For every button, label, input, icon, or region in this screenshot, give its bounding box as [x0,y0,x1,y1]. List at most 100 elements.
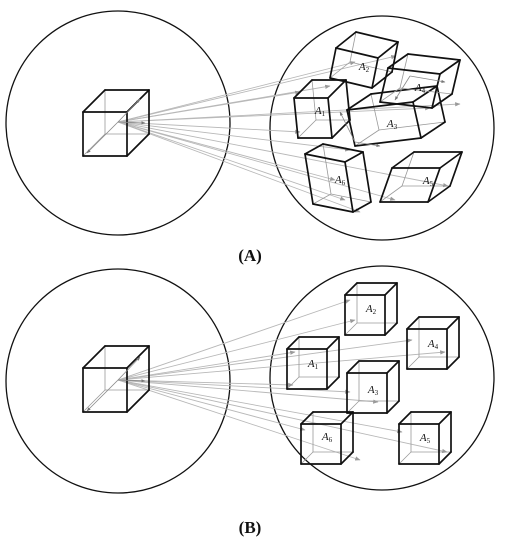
cube-edge [398,411,412,425]
cube-edge [293,79,313,99]
cube-edge [439,59,461,75]
transformed-cube [406,316,460,370]
cube-edge [427,185,451,203]
cube-edge [331,119,351,139]
hidden-edge [344,322,358,336]
cube-edge [354,137,422,147]
axis-arrow [117,356,141,381]
mapping-ray [117,121,346,201]
transformed-cube [346,360,400,414]
cube-label: A2 [358,61,370,74]
axis-arrow [86,121,119,154]
cube-edge [344,282,358,296]
cube-label: A5 [419,432,431,445]
cube-label: A2 [365,303,377,316]
cube-label-main: A [321,431,329,443]
cube-edge [379,101,433,109]
cube-edge [82,89,106,113]
cube-edge [327,79,347,99]
cube-edge [391,151,415,169]
axis-arrow [339,111,356,143]
mapping-ray [117,121,396,201]
cube-edge [293,97,299,139]
source-cube [82,89,150,157]
source-cube-frame [82,345,150,413]
mapping-ray [117,379,294,388]
cube-label-main: A [314,105,322,117]
cube-label-sub: 3 [375,389,379,397]
hidden-edge [399,87,453,95]
mapping-ray [117,121,361,213]
source-cube [82,345,150,413]
hidden-edge [398,451,412,465]
cube-edge [438,451,452,465]
mapping-ray [117,379,448,454]
transformed-cube [398,411,452,465]
panel-label: (B) [239,518,262,537]
mapping-ray [117,379,351,394]
cube-edge [371,57,379,89]
hidden-edge [406,356,420,370]
cube-edge [384,282,398,296]
axis-arrow [117,379,146,383]
mapping-ray [117,106,431,123]
transformed-cube [293,79,351,139]
axis-arrow [117,98,141,123]
cube-edge [377,41,399,59]
axis-arrow [409,75,446,83]
cube-edge [439,151,463,169]
transformed-cube [346,85,446,147]
hidden-edge [379,185,403,203]
cube-edge [312,203,354,213]
cube-edge [420,121,446,139]
transformed-cube [286,336,340,390]
cube-edge [446,316,460,330]
hidden-edge [311,79,317,121]
cube-edge [326,376,340,390]
mapping-ray [117,379,403,434]
hidden-edge [370,93,380,131]
mapping-rays [117,299,448,461]
cube-label-main: A [386,118,394,130]
cube-label: A1 [314,105,326,118]
cube-edge [346,360,360,374]
cube-label-main: A [419,432,427,444]
cube-label-sub: 2 [366,66,370,74]
hidden-edge [401,151,415,187]
cube-edge [449,151,463,187]
cube-label: A6 [334,174,346,187]
cube-label-sub: 4 [422,87,426,95]
cube-edge [344,161,354,213]
source-space-circle [5,10,231,236]
cube-edge [427,167,441,203]
cube-edge [304,153,346,163]
cube-edge [412,85,438,103]
cube-edge [304,153,314,205]
cube-label-main: A [307,358,315,370]
mapping-ray [117,338,413,381]
cube-edge [379,67,389,103]
panel-label: (A) [238,246,262,265]
mapping-ray [117,121,336,181]
cube-label-sub: 1 [322,110,326,118]
cube-label-sub: 6 [342,179,346,187]
cube-edge [346,93,372,111]
target-space-circle [269,15,495,241]
hidden-edge [349,31,357,63]
cube-edge [345,79,351,121]
mapping-rays [117,55,461,213]
cube-edge [407,53,461,61]
cube-label-main: A [334,174,342,186]
cube-edge [406,316,420,330]
cube-edge [446,356,460,370]
cube-label-main: A [414,82,422,94]
hidden-edge [354,129,380,147]
cube-edge [391,41,399,73]
cube-edge [352,201,372,213]
transformed-cube [300,411,354,465]
cube-edge [438,411,452,425]
cube-edge [340,411,354,425]
cube-edge [371,71,393,89]
